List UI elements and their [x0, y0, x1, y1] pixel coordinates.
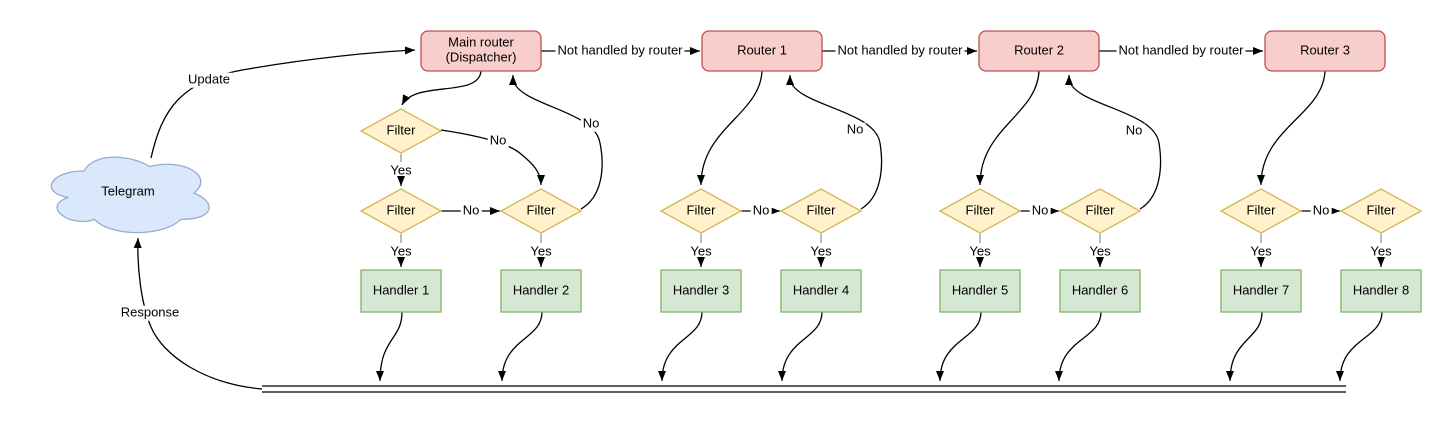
- yes-label-5: Yes: [969, 243, 991, 259]
- no-label-r1-inter: No: [750, 202, 772, 219]
- router3-node: [1264, 30, 1386, 72]
- cloud-label: Telegram: [101, 183, 155, 199]
- filter-label-r2-right: Filter: [1085, 202, 1115, 218]
- yes-label-4: Yes: [810, 243, 832, 259]
- yes-label-2: Yes: [530, 243, 552, 259]
- yes-label-8: Yes: [1370, 243, 1392, 259]
- handler2-label: Handler 2: [512, 282, 570, 298]
- filter-node-main-left: [359, 188, 443, 234]
- no-label-r2-return: No: [1123, 122, 1145, 139]
- no-label-main-return: No: [580, 115, 602, 132]
- handler8-label: Handler 8: [1352, 282, 1410, 298]
- filter-node-main-top: [359, 108, 443, 154]
- edge-router1-return-no: [786, 75, 883, 210]
- handler5-node: [939, 269, 1021, 313]
- handler5-label: Handler 5: [951, 282, 1009, 298]
- handler3-label: Handler 3: [672, 282, 730, 298]
- edge-handler6-to-bus: [1055, 311, 1102, 382]
- handler8-node: [1340, 269, 1422, 313]
- filter-label-main-top: Filter: [386, 122, 416, 138]
- filter-node-r1-left: [659, 188, 743, 234]
- yes-label-3: Yes: [690, 243, 712, 259]
- handler4-label: Handler 4: [792, 282, 850, 298]
- handler7-node: [1220, 269, 1302, 313]
- edge-handler3-to-bus: [658, 311, 703, 382]
- main-router-label-line1: Main router: [448, 34, 514, 50]
- handler1-node: [360, 269, 442, 313]
- update-label: Update: [186, 71, 232, 88]
- main-router-label-line2: (Dispatcher): [445, 49, 517, 64]
- filter-label-main-left: Filter: [386, 202, 416, 218]
- edge-handler5-to-bus: [936, 311, 982, 382]
- edge-handler4-to-bus: [778, 311, 823, 382]
- filter-node-r2-right: [1058, 188, 1142, 234]
- not-handled-label-1: Not handled by router: [555, 42, 685, 59]
- edge-response: [133, 237, 263, 390]
- router3-label: Router 3: [1300, 42, 1350, 58]
- no-label-top-filter: No: [487, 132, 509, 149]
- edge-main-to-top-filter: [401, 70, 482, 106]
- no-label-r1-return: No: [844, 121, 866, 138]
- handler1-label: Handler 1: [372, 282, 430, 298]
- filter-label-r3-right: Filter: [1366, 202, 1396, 218]
- filter-node-main-right: [499, 188, 583, 234]
- response-label: Response: [118, 304, 182, 321]
- edge-main-return-no: [509, 75, 603, 210]
- filter-label-r1-right: Filter: [806, 202, 836, 218]
- router1-label: Router 1: [737, 42, 787, 58]
- edge-update: [150, 46, 416, 159]
- router2-node: [978, 30, 1100, 72]
- edge-router2-to-filter: [976, 70, 1040, 186]
- edge-router2-return-no: [1065, 75, 1162, 210]
- handler6-node: [1059, 269, 1141, 313]
- edge-handler7-to-bus: [1226, 311, 1263, 382]
- edge-router3-to-filter: [1257, 70, 1326, 186]
- edge-handler8-to-bus: [1336, 311, 1383, 382]
- no-label-r3-inter: No: [1310, 202, 1332, 219]
- handler4-node: [780, 269, 862, 313]
- filter-label-r1-left: Filter: [686, 202, 716, 218]
- edge-router1-to-filter: [697, 70, 763, 186]
- handler7-label: Handler 7: [1232, 282, 1290, 298]
- yes-label-6: Yes: [1089, 243, 1111, 259]
- yes-label-top: Yes: [390, 162, 412, 178]
- edge-top-filter-no: [440, 129, 545, 186]
- handler2-node: [500, 269, 582, 313]
- handler3-node: [660, 269, 742, 313]
- router2-label: Router 2: [1014, 42, 1064, 58]
- edge-handler2-to-bus: [498, 311, 543, 382]
- main-router-node: [420, 30, 542, 72]
- filter-node-r3-right: [1339, 188, 1423, 234]
- filter-node-r3-left: [1219, 188, 1303, 234]
- not-handled-label-2: Not handled by router: [835, 42, 965, 59]
- yes-label-7: Yes: [1250, 243, 1272, 259]
- not-handled-label-3: Not handled by router: [1116, 42, 1246, 59]
- no-label-r2-inter: No: [1029, 202, 1051, 219]
- router1-node: [701, 30, 823, 72]
- telegram-cloud: [50, 156, 210, 234]
- no-label-main-inter: No: [460, 202, 482, 219]
- filter-label-r2-left: Filter: [965, 202, 995, 218]
- filter-node-r1-right: [779, 188, 863, 234]
- filter-node-r2-left: [938, 188, 1022, 234]
- filter-label-r3-left: Filter: [1246, 202, 1276, 218]
- filter-label-main-right: Filter: [526, 202, 556, 218]
- handler6-label: Handler 6: [1071, 282, 1129, 298]
- edge-handler1-to-bus: [376, 311, 403, 382]
- yes-label-1: Yes: [390, 243, 412, 259]
- main-router-label: Main router (Dispatcher): [446, 35, 517, 64]
